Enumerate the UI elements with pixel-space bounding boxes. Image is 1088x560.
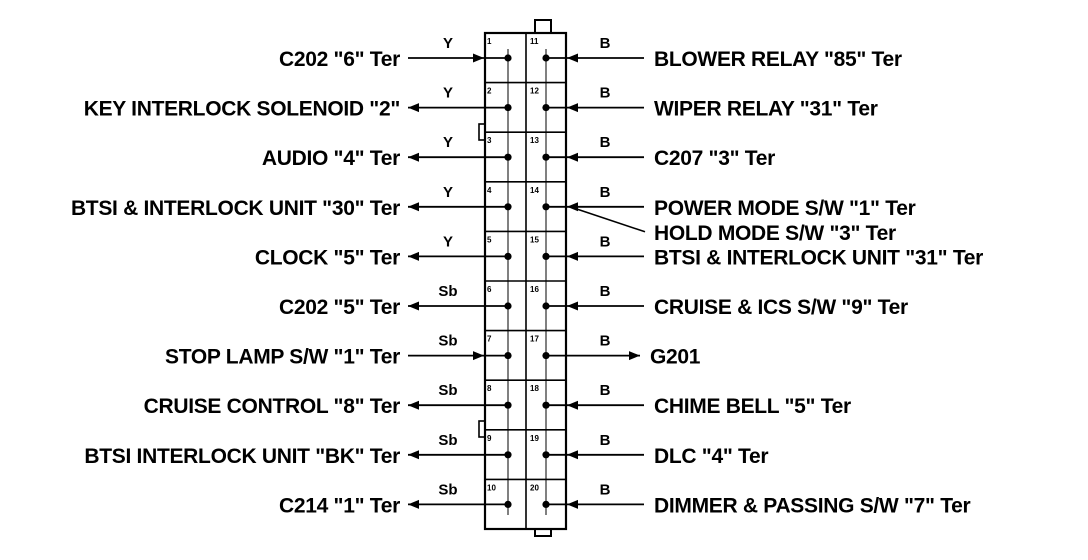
terminal-label: CHIME BELL "5" Ter xyxy=(654,395,851,418)
wire-color-label: B xyxy=(600,481,611,498)
arrow-head xyxy=(629,351,640,361)
wire-color-label: B xyxy=(600,432,611,449)
arrow-head xyxy=(567,103,578,113)
pin-number: 10 xyxy=(487,483,496,492)
pin-number: 20 xyxy=(530,483,539,492)
terminal-label: AUDIO "4" Ter xyxy=(262,147,400,170)
wire-color-label: Sb xyxy=(438,481,457,498)
pin-number: 1 xyxy=(487,37,492,46)
terminal-label: WIPER RELAY "31" Ter xyxy=(654,98,878,121)
wire-color-label: Y xyxy=(443,184,453,201)
arrow-head xyxy=(408,152,419,162)
terminal-label: BTSI & INTERLOCK UNIT "31" Ter xyxy=(654,246,983,269)
terminal-label: C214 "1" Ter xyxy=(279,494,400,517)
pin-number: 6 xyxy=(487,285,492,294)
pin-number: 4 xyxy=(487,186,492,195)
wire-color-label: Sb xyxy=(438,333,457,350)
arrow-head xyxy=(567,400,578,410)
pin-number: 7 xyxy=(487,335,492,344)
arrow-head xyxy=(408,251,419,261)
arrow-head xyxy=(567,251,578,261)
arrow-head xyxy=(567,499,578,509)
pin-number: 17 xyxy=(530,335,539,344)
pin-number: 14 xyxy=(530,186,539,195)
arrow-head xyxy=(408,400,419,410)
arrow-head xyxy=(567,301,578,311)
pin-number: 5 xyxy=(487,235,492,244)
terminal-label: G201 xyxy=(650,346,701,369)
pin-number: 11 xyxy=(530,37,539,46)
terminal-label: KEY INTERLOCK SOLENOID "2" xyxy=(84,98,400,121)
pin-number: 13 xyxy=(530,136,539,145)
terminal-label: C207 "3" Ter xyxy=(654,147,775,170)
pin-number: 8 xyxy=(487,384,492,393)
wire-color-label: Sb xyxy=(438,382,457,399)
terminal-label: CLOCK "5" Ter xyxy=(255,246,400,269)
terminal-label: DLC "4" Ter xyxy=(654,445,768,468)
wire-color-label: B xyxy=(600,35,611,52)
terminal-label-secondary: HOLD MODE S/W "3" Ter xyxy=(654,222,896,245)
arrow-head xyxy=(473,351,484,361)
terminal-label: STOP LAMP S/W "1" Ter xyxy=(165,346,400,369)
terminal-label: POWER MODE S/W "1" Ter xyxy=(654,197,916,220)
wire-branch-line xyxy=(569,206,646,233)
terminal-label: C202 "6" Ter xyxy=(279,48,400,71)
wire-color-label: B xyxy=(600,233,611,250)
arrow-head xyxy=(473,53,484,63)
arrow-head xyxy=(567,152,578,162)
wire-color-label: B xyxy=(600,283,611,300)
pin-number: 15 xyxy=(530,235,539,244)
connector-bottom-tab xyxy=(534,529,552,537)
wire-color-label: B xyxy=(600,333,611,350)
pin-number: 19 xyxy=(530,434,539,443)
arrow-head xyxy=(408,499,419,509)
wire-color-label: Sb xyxy=(438,432,457,449)
pin-number: 12 xyxy=(530,87,539,96)
pin-number: 9 xyxy=(487,434,492,443)
wire-color-label: B xyxy=(600,85,611,102)
arrow-head xyxy=(408,103,419,113)
wire-color-label: Y xyxy=(443,134,453,151)
terminal-label: BTSI INTERLOCK UNIT "BK" Ter xyxy=(84,445,400,468)
wire-color-label: Y xyxy=(443,233,453,250)
wire-color-label: Y xyxy=(443,85,453,102)
terminal-label: CRUISE & ICS S/W "9" Ter xyxy=(654,296,908,319)
arrow-head xyxy=(408,301,419,311)
wire-color-label: Y xyxy=(443,35,453,52)
terminal-label: CRUISE CONTROL "8" Ter xyxy=(144,395,401,418)
arrow-head xyxy=(567,450,578,460)
terminal-label: DIMMER & PASSING S/W "7" Ter xyxy=(654,494,971,517)
terminal-label: BTSI & INTERLOCK UNIT "30" Ter xyxy=(71,197,400,220)
wire-color-label: B xyxy=(600,184,611,201)
arrow-head xyxy=(408,202,419,212)
pin-number: 18 xyxy=(530,384,539,393)
terminal-label: C202 "5" Ter xyxy=(279,296,400,319)
connector-top-tab xyxy=(534,19,552,33)
arrow-head xyxy=(567,53,578,63)
arrow-head xyxy=(408,450,419,460)
wire-color-label: Sb xyxy=(438,283,457,300)
pin-number: 3 xyxy=(487,136,492,145)
terminal-label: BLOWER RELAY "85" Ter xyxy=(654,48,902,71)
wire-color-label: B xyxy=(600,134,611,151)
wire-color-label: B xyxy=(600,382,611,399)
pin-number: 2 xyxy=(487,87,492,96)
pin-number: 16 xyxy=(530,285,539,294)
